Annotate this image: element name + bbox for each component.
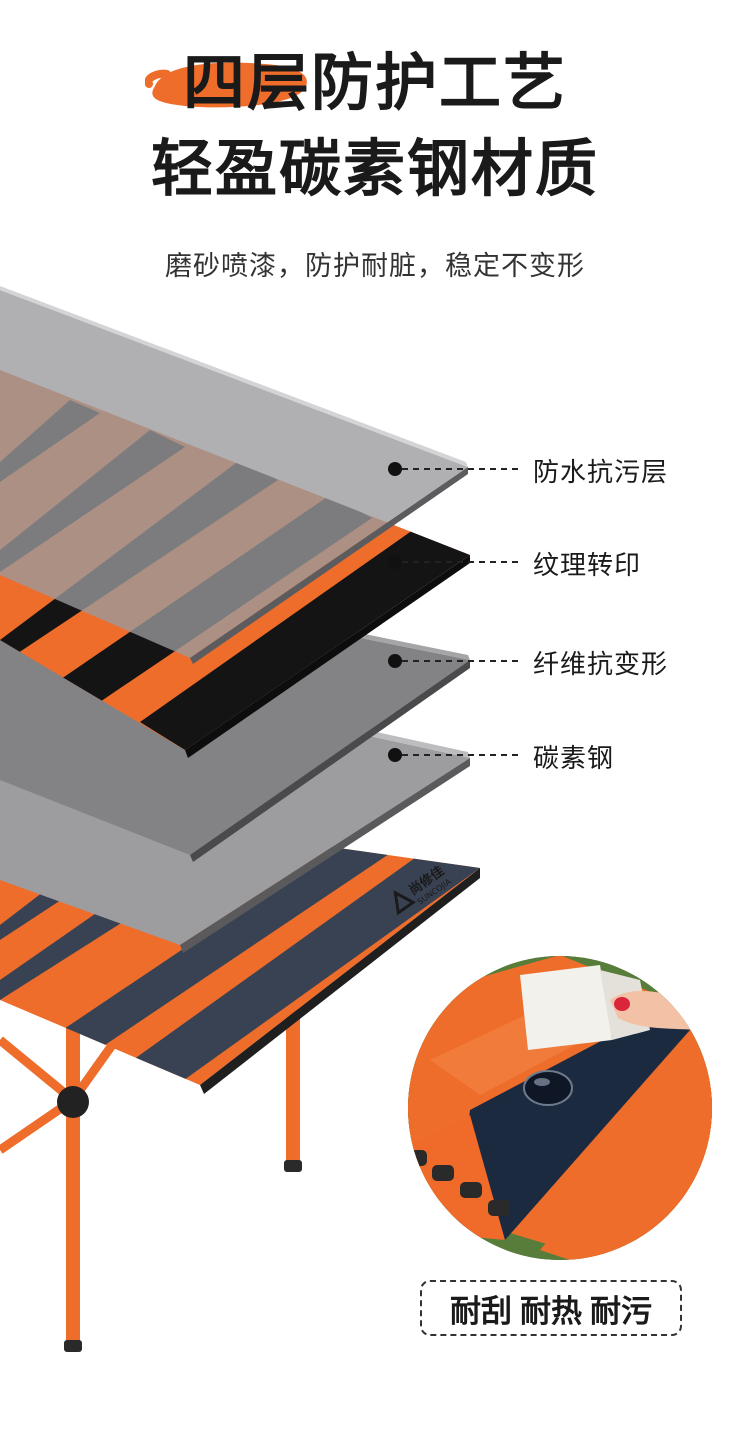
layer-label-texture: 纹理转印 [533,551,642,581]
badge-item-scratch: 耐刮 [450,1293,512,1330]
title-line-1: 四层防护工艺 [0,40,750,126]
edge-caps [408,1150,510,1216]
layer-label-waterproof: 防水抗污层 [533,458,669,488]
title-rest-text: 防护工艺 [311,46,568,119]
callout-lines [388,462,518,762]
title-line-2: 轻盈碳素钢材质 [150,132,599,205]
title-block: 四层防护工艺 轻盈碳素钢材质 [0,40,750,212]
badge-item-heat: 耐热 [520,1293,582,1330]
layer-label-fiber: 纤维抗变形 [533,650,669,680]
feature-badge: 耐刮 耐热 耐污 [420,1280,682,1336]
brand-logo-icon [393,890,416,916]
closeup-photo [408,956,712,1260]
subtitle: 磨砂喷漆，防护耐脏，稳定不变形 [165,251,585,282]
title-highlight: 四层 [144,40,311,126]
title-highlight-text: 四层 [182,46,311,119]
layer-label-carbon-steel: 碳素钢 [533,744,615,774]
water-drop-icon [523,1070,573,1106]
badge-item-stain: 耐污 [590,1293,652,1330]
layer-waterproof [0,286,468,664]
tissue [520,965,612,1050]
